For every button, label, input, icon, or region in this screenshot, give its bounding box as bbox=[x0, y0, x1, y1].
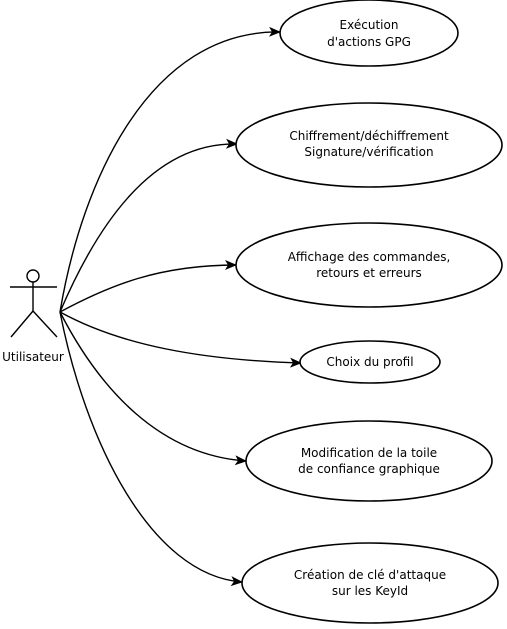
use-case-ellipse bbox=[241, 542, 499, 624]
use-case-text-line: Affichage des commandes, bbox=[288, 250, 451, 264]
actor-utilisateur: Utilisateur bbox=[2, 269, 64, 364]
actor-right-leg bbox=[32, 310, 58, 338]
use-case-text-line: Exécution bbox=[340, 18, 399, 32]
use-case-5: Modification de la toile de confiance gr… bbox=[245, 420, 493, 502]
use-case-text-line: Signature/vérification bbox=[304, 145, 433, 159]
association-uc-4 bbox=[59, 311, 302, 368]
association-uc-5 bbox=[59, 311, 247, 466]
use-case-ellipse bbox=[299, 340, 441, 384]
use-case-text-line: sur les KeyId bbox=[332, 584, 408, 598]
actor-left-leg bbox=[10, 310, 34, 338]
use-case-text-line: de confiance graphique bbox=[298, 462, 440, 476]
use-case-3: Affichage des commandes, retours et erre… bbox=[235, 222, 503, 308]
use-case-text-line: Modification de la toile bbox=[301, 446, 437, 460]
use-case-6: Création de clé d'attaque sur les KeyId bbox=[241, 542, 499, 624]
use-case-text-line: retours et erreurs bbox=[316, 266, 422, 280]
use-case-text-line: d'actions GPG bbox=[327, 35, 411, 49]
actor-head bbox=[26, 269, 40, 283]
use-case-ellipse bbox=[235, 222, 503, 308]
use-case-ellipse bbox=[235, 102, 503, 188]
association-uc-1 bbox=[59, 26, 281, 313]
use-case-text-line: Choix du profil bbox=[326, 355, 413, 369]
use-case-ellipse bbox=[245, 420, 493, 502]
use-case-text-line: Création de clé d'attaque bbox=[294, 568, 446, 582]
associations bbox=[59, 26, 302, 587]
use-case-text-line: Chiffrement/déchiffrement bbox=[289, 129, 449, 143]
use-case-2: Chiffrement/déchiffrement Signature/véri… bbox=[235, 102, 503, 188]
association-uc-2 bbox=[59, 138, 238, 313]
use-case-4: Choix du profil bbox=[299, 340, 441, 384]
use-case-1: Exécution d'actions GPG bbox=[279, 0, 459, 67]
association-uc-6 bbox=[59, 311, 243, 587]
association-uc-3 bbox=[59, 260, 237, 313]
use-case-ellipse bbox=[279, 0, 459, 67]
actor-label: Utilisateur bbox=[2, 350, 64, 364]
